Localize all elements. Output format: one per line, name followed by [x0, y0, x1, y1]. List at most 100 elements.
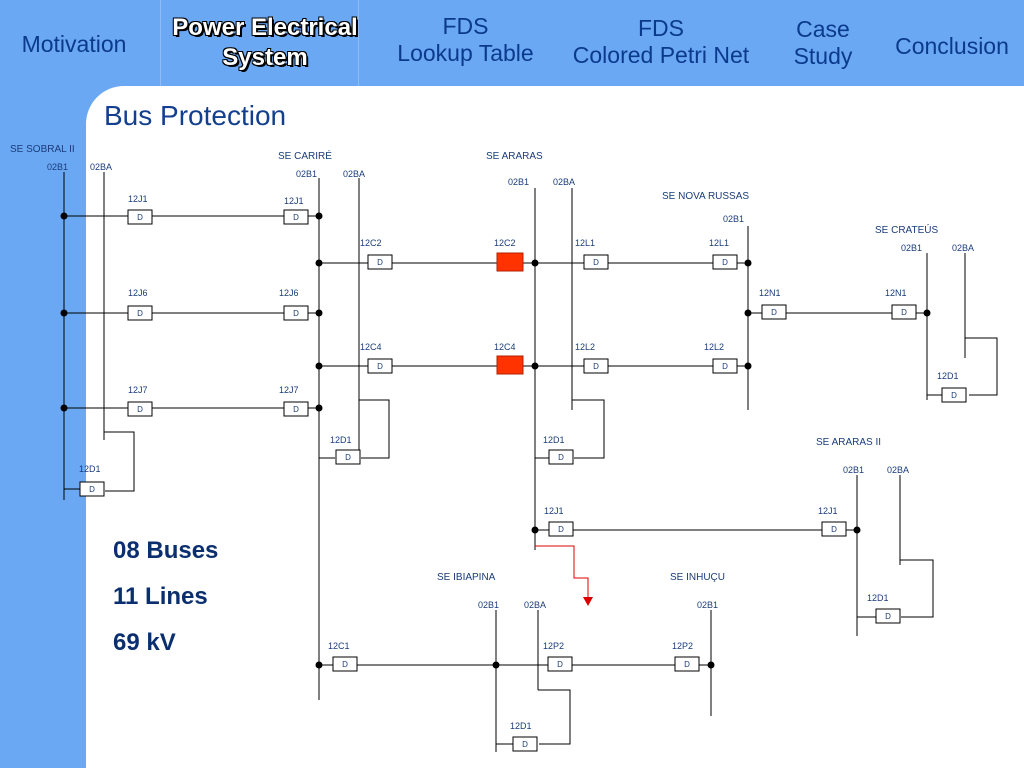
breaker-box — [547, 656, 573, 672]
breaker-symbol: D — [345, 453, 351, 462]
breaker-symbol: D — [593, 258, 599, 267]
substation-labels: SE SOBRAL II SE CARIRÉ SE ARARAS SE NOVA… — [10, 144, 938, 583]
breaker-symbol: D — [722, 362, 728, 371]
breaker-label: 12C2 — [360, 238, 382, 248]
substation-label-carire: SE CARIRÉ — [278, 149, 332, 162]
breaker-label: 12J1 — [284, 196, 304, 206]
breaker-symbol: D — [557, 660, 563, 669]
tab-power-electrical-system[interactable]: Power Electrical System — [172, 14, 358, 71]
breaker-labels: 12J1 12J1 12J6 12J6 12J7 12J7 12D1 12C2 … — [79, 194, 959, 731]
breaker-symbol: D — [342, 660, 348, 669]
tab-fds-colored-petri-net[interactable]: FDS Colored Petri Net — [572, 15, 750, 68]
bus-label-02ba: 02BA — [343, 169, 365, 179]
breaker-label: 12L2 — [575, 342, 595, 352]
slide-title: Bus Protection — [104, 100, 287, 131]
breaker-symbol: D — [831, 525, 837, 534]
breaker-box — [583, 358, 609, 374]
bus-label-02ba: 02BA — [887, 465, 909, 475]
bus-label-02b1: 02B1 — [296, 169, 317, 179]
breaker-label: 12D1 — [543, 435, 565, 445]
tab-motivation[interactable]: Motivation — [21, 31, 127, 57]
breaker-box — [512, 736, 538, 752]
breaker-label: 12C4 — [360, 342, 382, 352]
breaker-label: 12J1 — [818, 506, 838, 516]
breaker-symbol: D — [137, 309, 143, 318]
bus-label-02ba: 02BA — [524, 600, 546, 610]
substation-label-ibiapina: SE IBIAPINA — [437, 572, 496, 583]
bus-labels: 02B1 02BA 02B1 02BA 02B1 02BA 02B1 02B1 … — [47, 162, 974, 610]
stat-voltage: 69 kV — [113, 629, 176, 656]
breaker-symbol: D — [293, 405, 299, 414]
breaker-symbol: D — [722, 258, 728, 267]
breaker-box — [283, 401, 309, 417]
breaker-box — [875, 608, 901, 624]
breaker-box — [367, 358, 393, 374]
bus-label-02b1: 02B1 — [901, 243, 922, 253]
breaker-symbol: D — [558, 453, 564, 462]
breaker-label: 12L1 — [575, 238, 595, 248]
breaker-box — [941, 387, 967, 403]
breaker-label: 12J6 — [279, 288, 299, 298]
stat-buses: 08 Buses — [113, 537, 219, 564]
breaker-box — [127, 209, 153, 225]
wires — [63, 172, 998, 752]
breaker-symbol: D — [901, 308, 907, 317]
stat-lines: 11 Lines — [113, 583, 208, 610]
breaker-symbol: D — [558, 525, 564, 534]
breaker-symbol: D — [377, 258, 383, 267]
substation-label-inhucu: SE INHUÇU — [670, 572, 725, 583]
breaker-label: 12J7 — [128, 385, 148, 395]
breaker-label: 12L2 — [704, 342, 724, 352]
breaker-box — [79, 481, 105, 497]
breaker-symbol: D — [684, 660, 690, 669]
bus-label-02b1: 02B1 — [478, 600, 499, 610]
breaker-box — [127, 401, 153, 417]
tab-fds-lookup-table[interactable]: FDS Lookup Table — [397, 13, 534, 66]
substation-label-araras-ii: SE ARARAS II — [816, 437, 881, 448]
tab-case-study[interactable]: Case Study — [793, 16, 853, 69]
breaker-label: 12P2 — [672, 641, 693, 651]
top-navigation-bar — [0, 0, 1024, 86]
substation-label-araras: SE ARARAS — [486, 151, 543, 162]
breaker-label: 12J6 — [128, 288, 148, 298]
substation-label-nova-russas: SE NOVA RUSSAS — [662, 191, 749, 202]
breaker-box — [891, 304, 917, 320]
breaker-box — [712, 358, 738, 374]
bus-label-02b1: 02B1 — [508, 177, 529, 187]
tripped-breaker — [496, 355, 524, 375]
breaker-symbol: D — [137, 405, 143, 414]
breaker-box — [283, 305, 309, 321]
breaker-box — [367, 254, 393, 270]
bus-label-02b1: 02B1 — [723, 214, 744, 224]
bus-label-02ba: 02BA — [553, 177, 575, 187]
breaker-label: 12N1 — [759, 288, 781, 298]
breaker-symbol: D — [951, 391, 957, 400]
breaker-label: 12D1 — [937, 371, 959, 381]
breaker-box — [127, 305, 153, 321]
tab-conclusion[interactable]: Conclusion — [895, 33, 1009, 59]
breaker-box — [283, 209, 309, 225]
bus-label-02ba: 02BA — [90, 162, 112, 172]
breaker-symbol: D — [377, 362, 383, 371]
breaker-box — [335, 449, 361, 465]
breaker-box — [761, 304, 787, 320]
breaker-box — [548, 521, 574, 537]
breaker-symbol: D — [593, 362, 599, 371]
tab-divider — [160, 0, 161, 86]
breaker-label: 12C2 — [494, 238, 516, 248]
breaker-symbol: D — [293, 213, 299, 222]
breaker-label: 12D1 — [330, 435, 352, 445]
breaker-symbol: D — [89, 485, 95, 494]
breaker-symbol: D — [522, 740, 528, 749]
bus-label-02b1: 02B1 — [843, 465, 864, 475]
breaker-label: 12L1 — [709, 238, 729, 248]
substation-label-sobral-ii: SE SOBRAL II — [10, 144, 75, 155]
breaker-symbol: D — [293, 309, 299, 318]
breaker-symbol: D — [137, 213, 143, 222]
breaker-label: 12J1 — [544, 506, 564, 516]
bus-label-02ba: 02BA — [952, 243, 974, 253]
fault-indicator — [535, 545, 593, 606]
substation-label-crateus: SE CRATEÚS — [875, 223, 938, 236]
